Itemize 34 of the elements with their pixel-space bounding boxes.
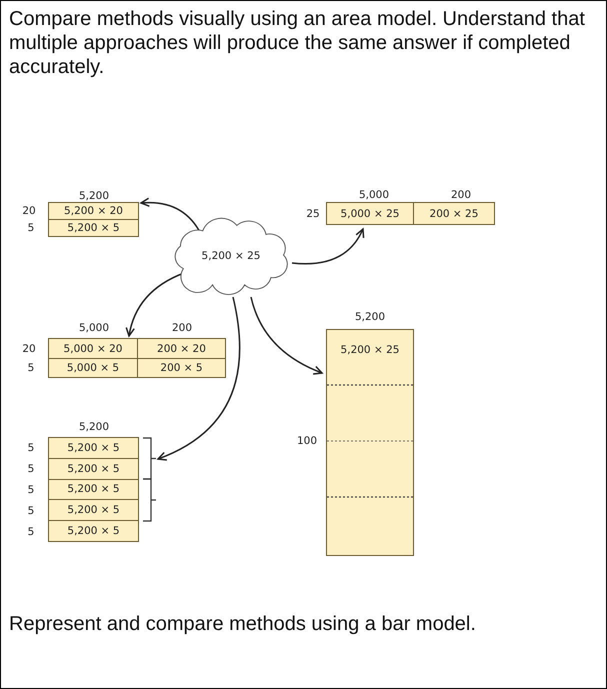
bar-model (326, 329, 414, 556)
dimension-label: 20 (22, 205, 36, 217)
dimension-label: 5 (28, 442, 34, 454)
curved-arrow (157, 296, 240, 460)
dimension-label: 20 (22, 343, 36, 355)
area-cell: 5,200 × 20 (48, 202, 139, 220)
caption-text: Represent and compare methods using a bar model. (9, 612, 477, 636)
area-cell: 5,200 × 5 (48, 437, 139, 459)
area-cell: 5,000 × 20 (48, 338, 138, 359)
dimension-label: 5 (28, 526, 34, 538)
dimension-label: 5,200 (78, 421, 110, 433)
dimension-label: 5,000 (78, 322, 110, 334)
dimension-label: 100 (296, 435, 318, 447)
dimension-label: 5,200 (354, 311, 386, 323)
dimension-label: 5 (28, 463, 34, 475)
dimension-label: 5,200 (78, 190, 110, 202)
bar-label: 5,200 × 25 (340, 344, 400, 356)
curved-arrow (292, 228, 364, 264)
dimension-label: 5,000 (358, 189, 390, 201)
area-model-box (49, 339, 226, 378)
dimension-label: 25 (306, 208, 320, 220)
cloud-label: 5,200 × 25 (202, 250, 260, 262)
dimension-label: 200 (450, 189, 472, 201)
area-model-box (49, 203, 139, 237)
dimension-label: 5 (28, 362, 34, 374)
dimension-label: 5 (28, 222, 34, 234)
area-model-box (49, 438, 139, 542)
dimension-label: 200 (172, 322, 192, 334)
dimension-label: 5 (28, 484, 34, 496)
curved-arrow (250, 296, 323, 374)
area-model-box (327, 203, 495, 225)
area-cell: 5,000 × 25 (326, 202, 414, 225)
heading-text: Compare methods visually using an area model. Understand that multiple approaches will produce the same answer if completed accurately. (9, 7, 586, 79)
dimension-label: 5 (28, 505, 34, 517)
